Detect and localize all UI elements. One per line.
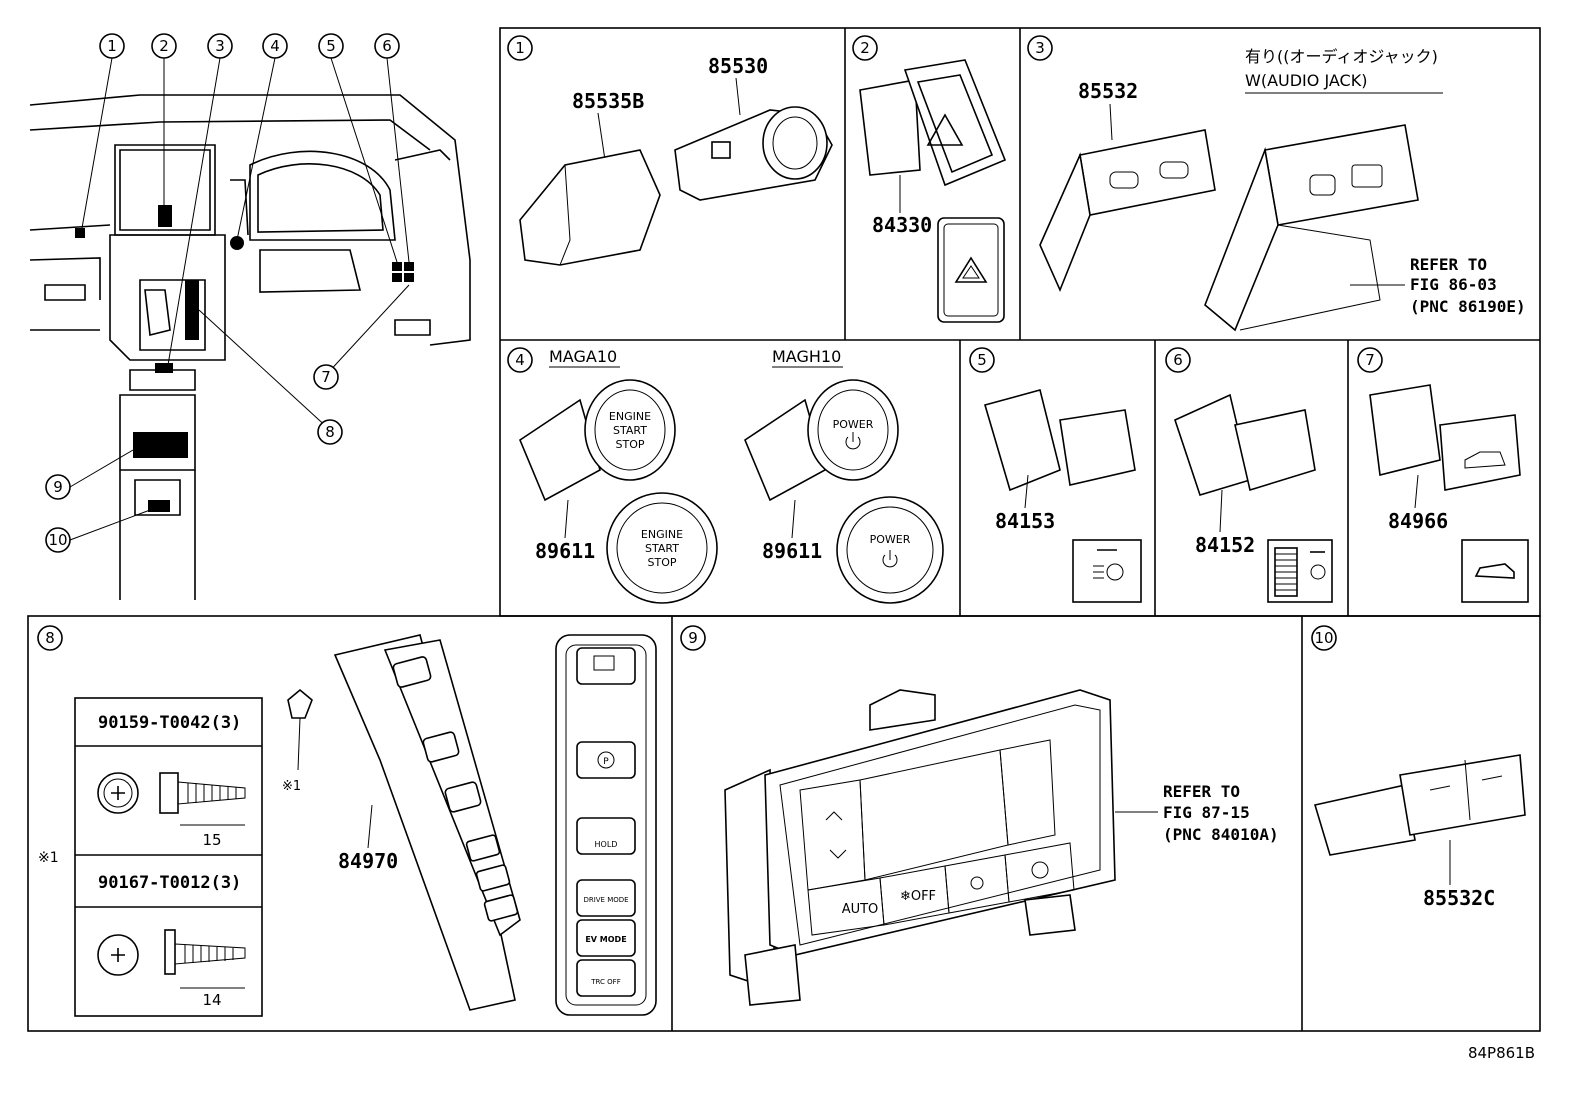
usb-icon xyxy=(1351,164,1383,188)
panel-1: 1 85535B 85530 xyxy=(507,35,833,266)
panel-4: 4 MAGA10 MAGH10 ENGINE START STOP 89611 … xyxy=(507,347,944,604)
svg-text:START: START xyxy=(613,424,647,437)
power-symbol-icon xyxy=(882,550,898,568)
refer-87-15-line2: FIG 87-15 xyxy=(1163,803,1250,822)
audio-jack-note-en: W(AUDIO JACK) xyxy=(1245,71,1367,90)
model-magh10: MAGH10 xyxy=(772,347,841,366)
svg-text:STOP: STOP xyxy=(616,438,645,451)
part-85535B: 85535B xyxy=(572,89,644,113)
svg-text:START: START xyxy=(645,542,679,555)
bolt-90167: 90167-T0012(3) xyxy=(98,873,241,893)
svg-text:8: 8 xyxy=(325,423,335,441)
panel-10: 10 85532C xyxy=(1311,625,1526,910)
refer-87-15-line1: REFER TO xyxy=(1163,782,1240,801)
svg-text:4: 4 xyxy=(515,351,525,369)
headlight-leveling-icon xyxy=(1106,563,1124,581)
part-85532C: 85532C xyxy=(1423,886,1495,910)
power-symbol-icon xyxy=(845,432,861,450)
svg-text:10: 10 xyxy=(48,531,67,549)
panel-7: 7 84966 xyxy=(1357,347,1529,603)
svg-text:1: 1 xyxy=(515,39,525,57)
svg-text:POWER: POWER xyxy=(870,533,911,546)
panel-6: 6 84152 xyxy=(1165,347,1333,603)
svg-text:6: 6 xyxy=(382,37,392,55)
climate-auto-label: AUTO xyxy=(842,902,879,917)
strip-ev-mode-label: EV MODE xyxy=(585,935,626,944)
svg-text:POWER: POWER xyxy=(833,418,874,431)
svg-text:STOP: STOP xyxy=(648,556,677,569)
note-mark-small: ※1 xyxy=(282,779,301,794)
panel-2: 2 84330 xyxy=(852,35,1007,323)
fog-lamp-icon xyxy=(1310,564,1326,580)
svg-text:9: 9 xyxy=(53,478,63,496)
audio-jack-note-jp: 有り((オーディオジャック) xyxy=(1245,47,1438,66)
svg-text:1: 1 xyxy=(107,37,117,55)
hazard-icon xyxy=(926,113,964,146)
part-85530: 85530 xyxy=(708,54,768,78)
part-89611-a: 89611 xyxy=(535,539,595,563)
part-84152: 84152 xyxy=(1195,533,1255,557)
strip-p-label: P xyxy=(603,757,609,767)
model-maga10: MAGA10 xyxy=(549,347,617,366)
panel-9: 9 AUTO ❄OFF REFER TO FIG 87-15 (PNC 8401… xyxy=(680,625,1279,1006)
parking-brake-icon xyxy=(597,751,615,769)
refer-86-03-line2: FIG 86-03 xyxy=(1410,275,1497,294)
svg-text:2: 2 xyxy=(860,39,870,57)
bolt1-length: 15 xyxy=(202,831,221,849)
part-85532: 85532 xyxy=(1078,79,1138,103)
strip-trc-off-label: TRC OFF xyxy=(590,978,620,986)
svg-text:6: 6 xyxy=(1173,351,1183,369)
climate-off-label: ❄OFF xyxy=(900,889,936,904)
svg-text:5: 5 xyxy=(977,351,987,369)
refer-86-03-line3: (PNC 86190E) xyxy=(1410,297,1526,316)
note-mark: ※1 xyxy=(38,850,59,866)
svg-text:ENGINE: ENGINE xyxy=(609,410,651,423)
hazard-icon-face xyxy=(954,256,988,283)
refer-87-15-line3: (PNC 84010A) xyxy=(1163,825,1279,844)
back-door-icon xyxy=(1474,563,1515,579)
bolt-90159: 90159-T0042(3) xyxy=(98,713,241,733)
panel-5: 5 84153 xyxy=(969,347,1142,603)
refer-86-03-line1: REFER TO xyxy=(1410,255,1487,274)
panel-8: 8 90159-T0042(3) 90167-T0012(3) ※1 15 14… xyxy=(37,625,657,1017)
part-84966: 84966 xyxy=(1388,509,1448,533)
strip-hold-label: HOLD xyxy=(595,840,618,849)
svg-text:5: 5 xyxy=(326,37,336,55)
strip-drive-mode-label: DRIVE MODE xyxy=(583,896,628,904)
svg-text:7: 7 xyxy=(1365,351,1375,369)
svg-text:ENGINE: ENGINE xyxy=(641,528,683,541)
svg-text:4: 4 xyxy=(270,37,280,55)
svg-text:8: 8 xyxy=(45,629,55,647)
locator-view: 1 2 3 4 5 6 7 8 9 10 xyxy=(29,33,471,600)
svg-text:2: 2 xyxy=(159,37,169,55)
bolt2-length: 14 xyxy=(202,991,221,1009)
svg-text:10: 10 xyxy=(1314,629,1333,647)
part-89611-b: 89611 xyxy=(762,539,822,563)
figure-code: 84P861B xyxy=(1468,1044,1535,1062)
part-84970: 84970 xyxy=(338,849,398,873)
panel-frames xyxy=(27,27,1541,1032)
svg-text:9: 9 xyxy=(688,629,698,647)
fan-icon xyxy=(970,876,984,890)
svg-text:7: 7 xyxy=(321,368,331,386)
panel-3: 3 有り((オーディオジャック) W(AUDIO JACK) 85532 REF… xyxy=(1027,35,1526,332)
svg-text:3: 3 xyxy=(215,37,225,55)
svg-text:3: 3 xyxy=(1035,39,1045,57)
part-84330: 84330 xyxy=(872,213,932,237)
part-84153: 84153 xyxy=(995,509,1055,533)
locator-callouts: 1 2 3 4 5 6 7 8 9 10 xyxy=(45,33,400,553)
fan-icon xyxy=(1031,861,1049,879)
